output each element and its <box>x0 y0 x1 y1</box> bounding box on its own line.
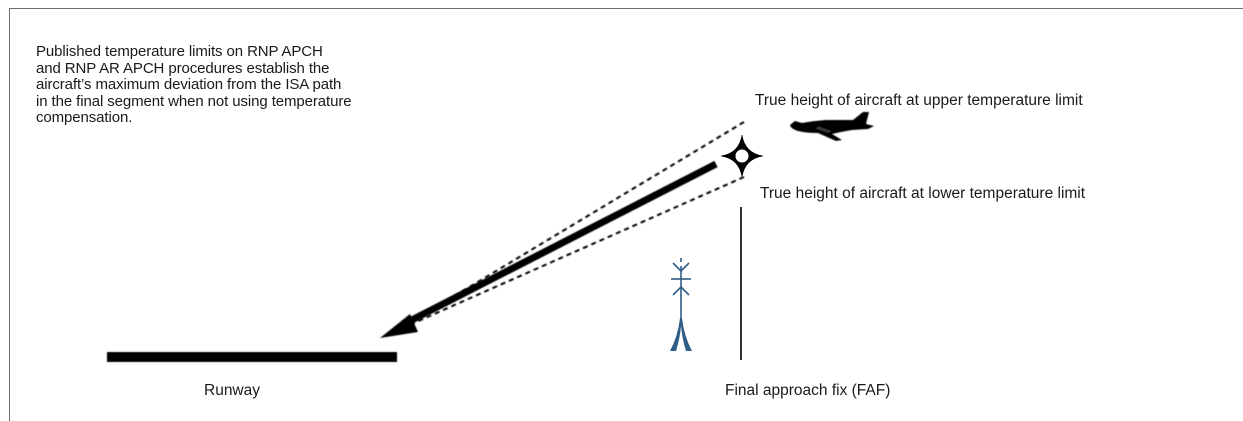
note-line: aircraft’s maximum deviation from the IS… <box>36 76 342 93</box>
lower-limit-path <box>397 176 745 331</box>
explanatory-note: Published temperature limits on RNP APCH… <box>36 43 456 127</box>
note-line: and RNP AR APCH procedures establish the <box>36 59 330 77</box>
faf-label: Final approach fix (FAF) <box>725 382 891 399</box>
frame-left-border <box>9 8 10 421</box>
airplane-icon <box>790 112 874 141</box>
radio-tower-icon <box>670 258 692 351</box>
note-line: Published temperature limits on RNP APCH <box>36 43 323 60</box>
upper-limit-label: True height of aircraft at upper tempera… <box>755 92 1083 109</box>
runway <box>107 352 397 362</box>
note-line: compensation. <box>36 109 133 126</box>
runway-label: Runway <box>204 382 260 399</box>
waypoint-star-icon <box>720 134 764 178</box>
lower-limit-label: True height of aircraft at lower tempera… <box>760 185 1086 202</box>
arrowhead <box>380 314 418 338</box>
isa-path <box>402 160 718 328</box>
frame-top-border <box>9 8 1243 9</box>
note-line: in the final segment when not using temp… <box>36 92 352 110</box>
